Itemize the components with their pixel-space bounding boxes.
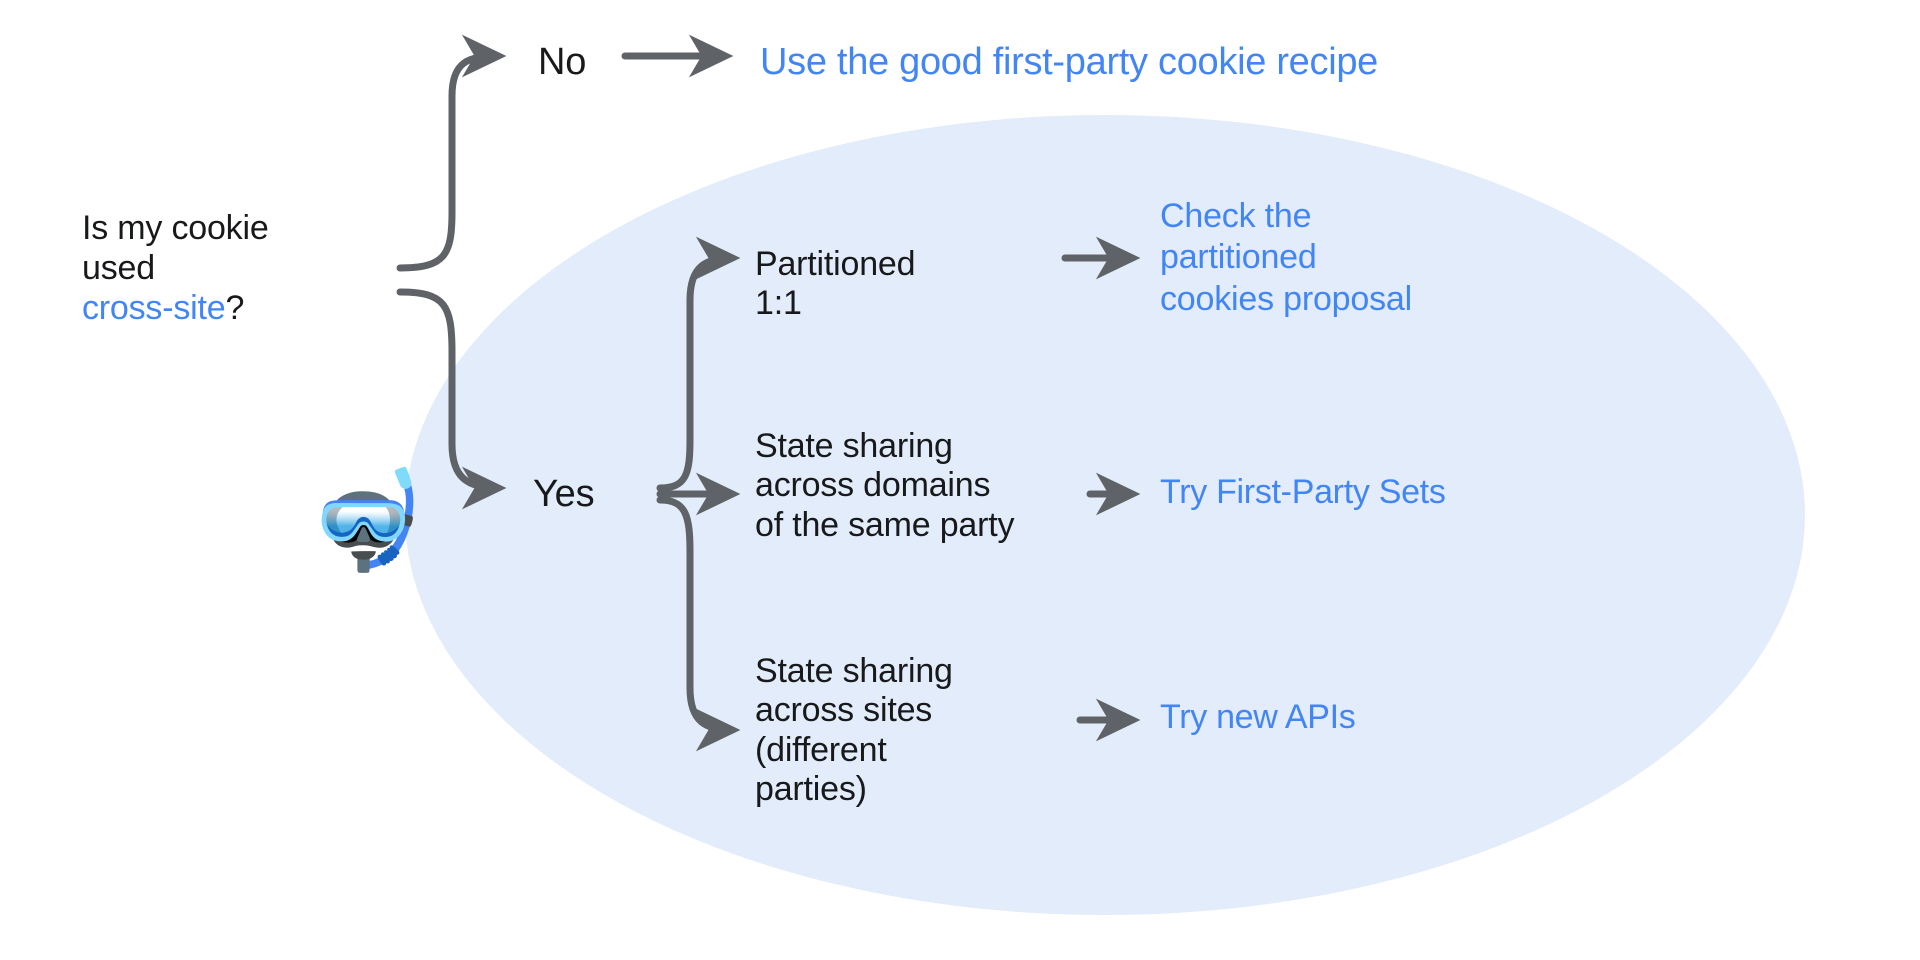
question-highlight-cross-site: cross-site [82,289,226,328]
arrow-yes-to-sites [656,496,741,752]
question-line-2: used [82,249,155,288]
arrow-yes-to-partitioned [656,236,741,492]
outcome-partitioned-cookies-proposal[interactable]: Check the partitioned cookies proposal [1160,197,1412,318]
arrow-question-to-yes [396,288,507,510]
question-suffix: ? [225,289,245,328]
case-state-sharing-across-sites: State sharing across sites (different pa… [755,652,953,809]
case-partitioned-1-1: Partitioned 1:1 [755,245,916,323]
outcome-first-party-sets[interactable]: Try First-Party Sets [1160,473,1446,511]
question-line-1: Is my cookie [82,209,269,247]
outcome-new-apis[interactable]: Try new APIs [1160,698,1356,736]
case-state-sharing-across-domains: State sharing across domains of the same… [755,427,1015,544]
outcome-first-party-recipe[interactable]: Use the good first-party cookie recipe [760,41,1379,83]
diving-mask-icon: 🤿 [306,467,426,574]
root-question: Is my cookie used cross-site? [82,208,352,328]
branch-label-yes: Yes [533,473,595,515]
arrow-question-to-no [396,34,507,272]
branch-label-no: No [538,41,587,83]
